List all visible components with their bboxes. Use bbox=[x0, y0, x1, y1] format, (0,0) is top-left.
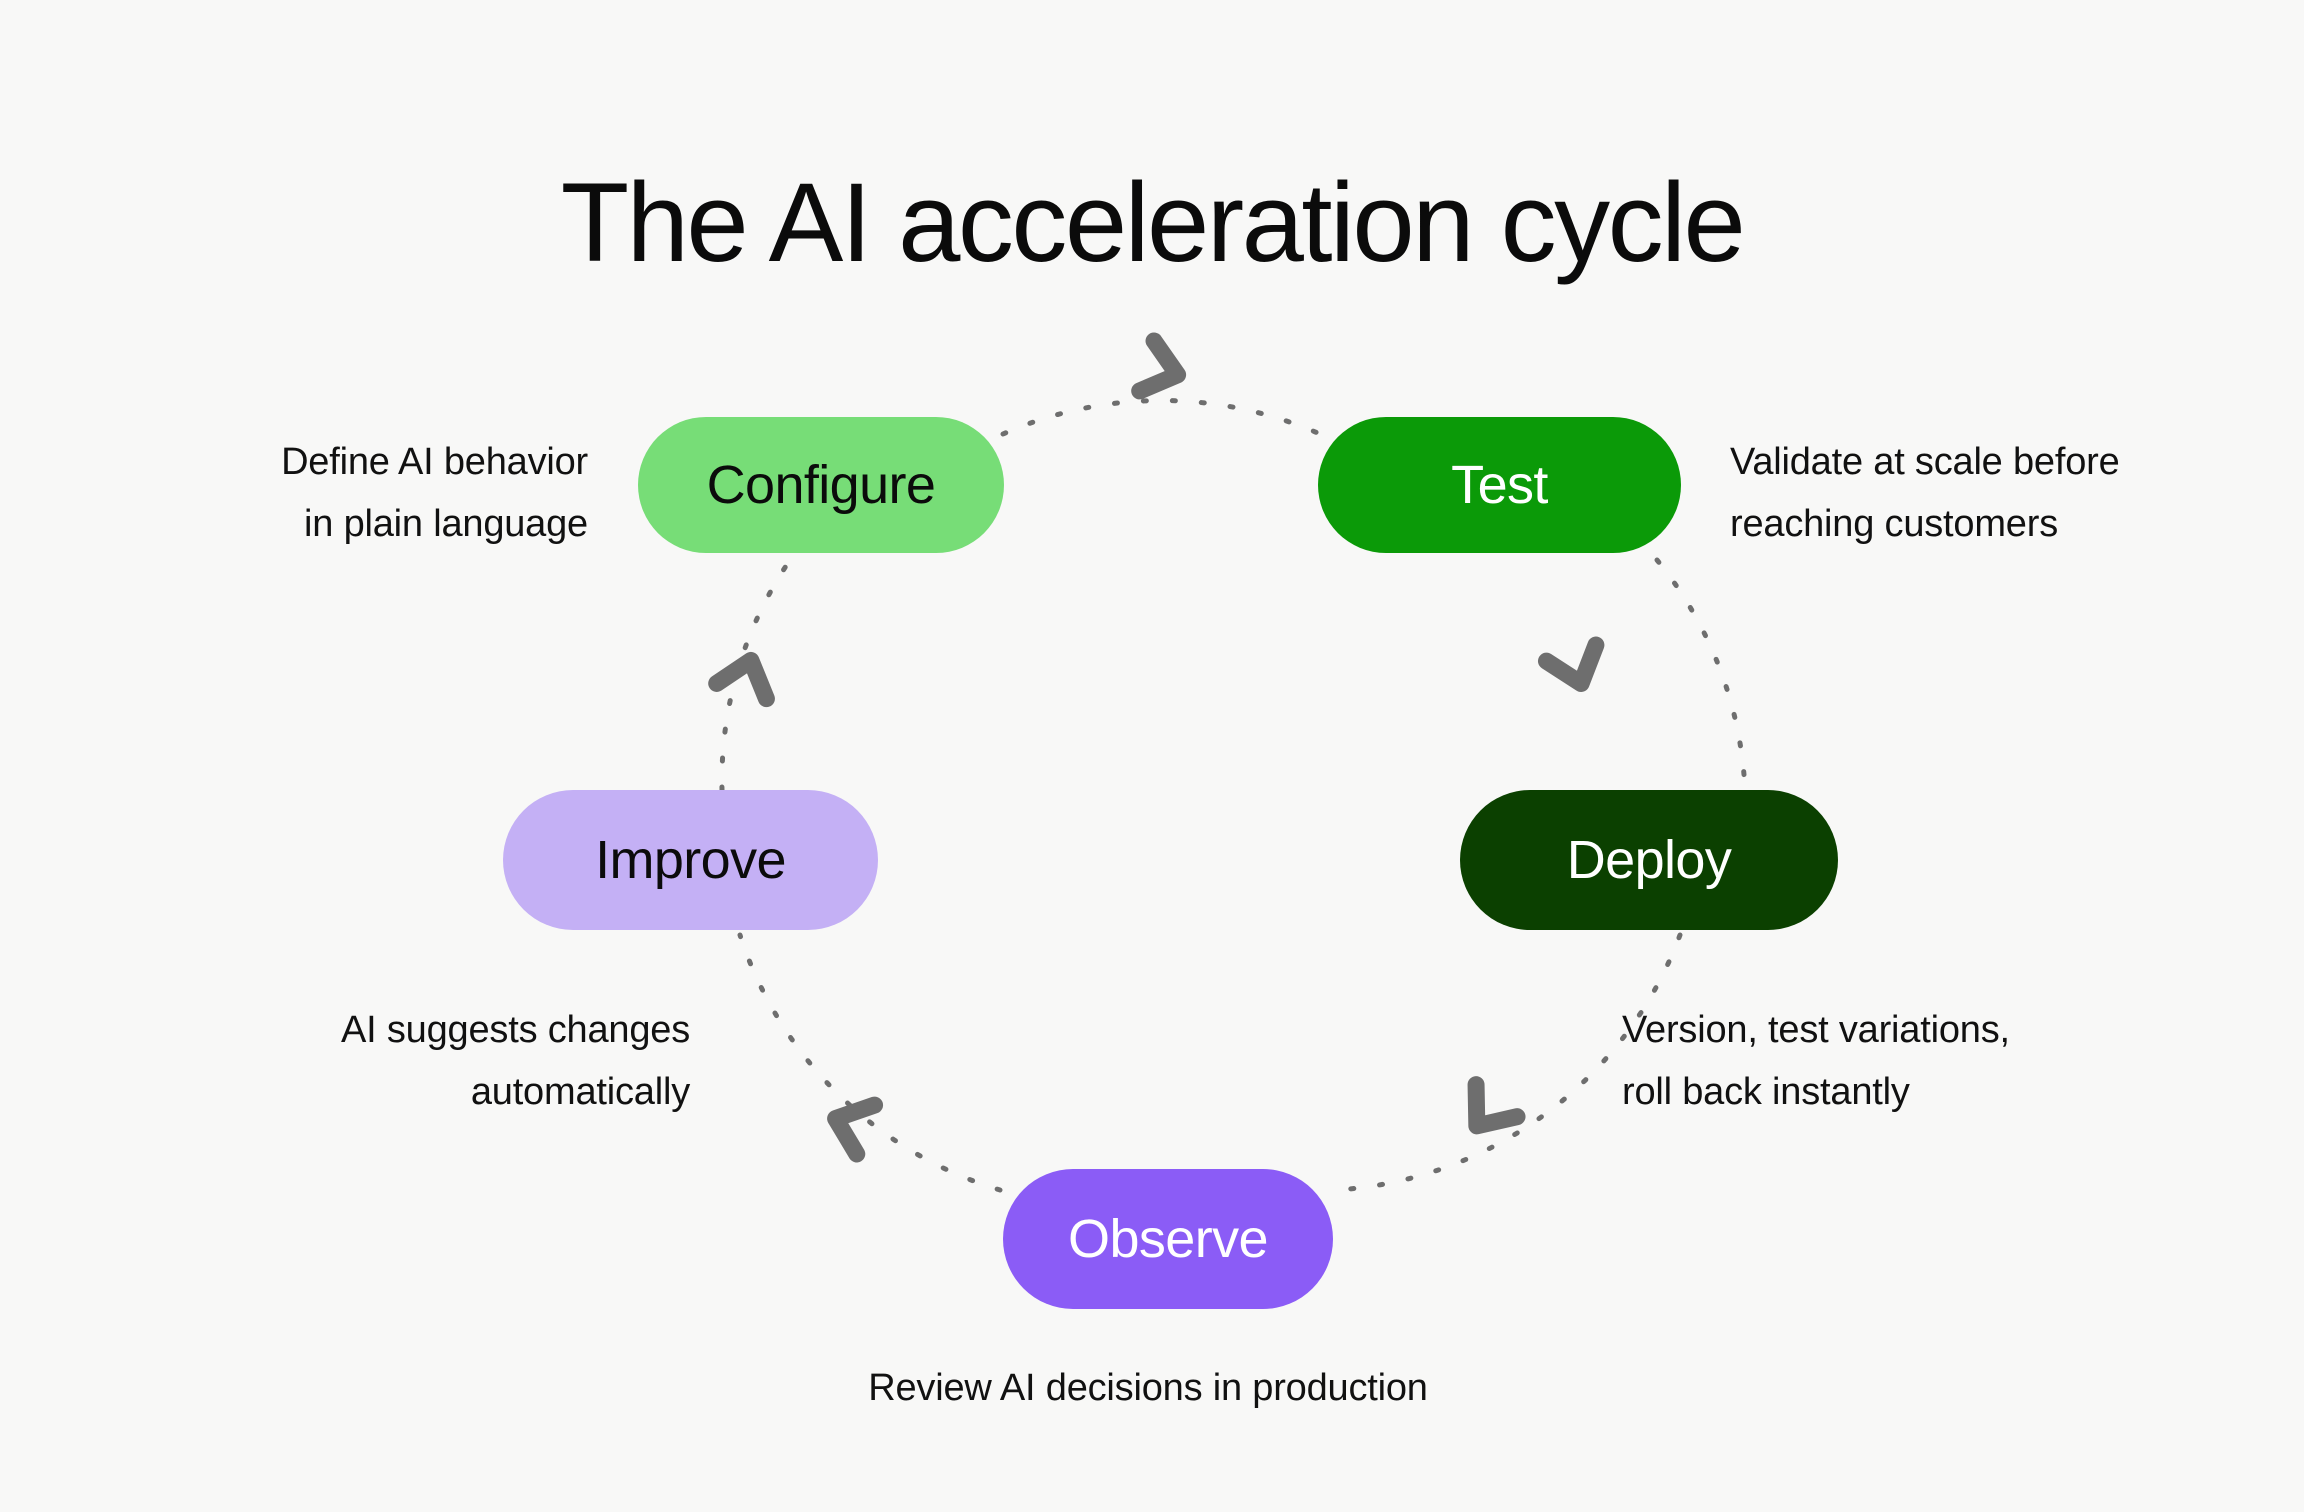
caption-observe-line-1: Review AI decisions in production bbox=[868, 1367, 1428, 1409]
caption-configure: Define AI behavior in plain language bbox=[248, 432, 588, 555]
edge-improve-to-configure bbox=[719, 557, 793, 793]
arrowhead-observe-to-improve bbox=[827, 1096, 884, 1163]
caption-deploy-line-2: roll back instantly bbox=[1622, 1070, 1910, 1113]
caption-test-line-2: reaching customers bbox=[1730, 502, 2058, 545]
caption-improve-line-1: AI suggests changes bbox=[341, 1009, 690, 1051]
caption-observe: Review AI decisions in production bbox=[838, 1358, 1458, 1420]
page-title: The AI acceleration cycle bbox=[560, 160, 1746, 286]
node-deploy[interactable]: Deploy bbox=[1460, 790, 1838, 930]
node-observe[interactable]: Observe bbox=[1003, 1169, 1333, 1309]
caption-test: Validate at scale before reaching custom… bbox=[1730, 432, 2180, 555]
caption-deploy-line-1: Version, test variations, bbox=[1622, 1009, 2010, 1051]
arrowhead-improve-to-configure bbox=[708, 651, 775, 708]
edge-configure-to-test bbox=[1000, 398, 1323, 437]
node-configure[interactable]: Configure bbox=[638, 417, 1004, 553]
caption-configure-line-2: in plain language bbox=[304, 502, 588, 545]
caption-improve-line-2: automatically bbox=[470, 1070, 690, 1113]
edge-test-to-deploy bbox=[1654, 557, 1748, 793]
arrowhead-test-to-deploy bbox=[1537, 636, 1605, 693]
caption-improve: AI suggests changes automatically bbox=[290, 1000, 690, 1123]
node-test[interactable]: Test bbox=[1318, 417, 1681, 553]
caption-test-line-1: Validate at scale before bbox=[1730, 441, 2120, 483]
edge-observe-to-improve bbox=[737, 932, 1003, 1193]
caption-deploy: Version, test variations, roll back inst… bbox=[1622, 1000, 2092, 1123]
node-improve[interactable]: Improve bbox=[503, 790, 878, 930]
arrowhead-configure-to-test bbox=[1131, 332, 1187, 400]
caption-configure-line-1: Define AI behavior bbox=[281, 441, 588, 483]
arrowhead-deploy-to-observe bbox=[1467, 1076, 1526, 1135]
